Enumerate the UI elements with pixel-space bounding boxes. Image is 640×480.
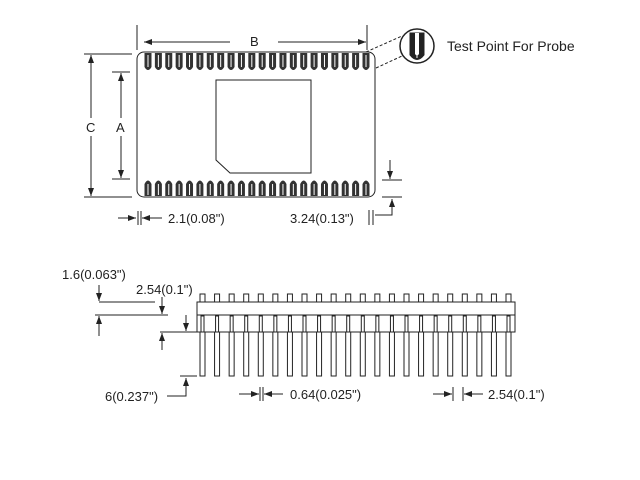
pin-tail — [272, 331, 279, 377]
pin-top — [301, 293, 308, 303]
pin-tail — [359, 331, 366, 377]
pin-body — [448, 315, 453, 333]
top-pins — [144, 53, 370, 70]
pin-tail — [286, 331, 293, 377]
pin-body — [273, 315, 278, 333]
pin-body — [419, 315, 424, 333]
pin-body — [506, 315, 511, 333]
pin-body — [302, 315, 307, 333]
pin-tail — [403, 331, 410, 377]
pin-tail — [199, 331, 206, 377]
pin-body — [491, 315, 496, 333]
dim-pitch-label: 2.54(0.1") — [488, 387, 545, 402]
pin-tail — [345, 331, 352, 377]
pin-tail — [461, 331, 468, 377]
dim-edge-label: 2.1(0.08") — [168, 211, 225, 226]
pin-tail — [243, 331, 250, 377]
pin-top — [374, 293, 381, 303]
pin-body — [375, 315, 380, 333]
pin-body — [287, 315, 292, 333]
dim-b-label: B — [250, 34, 259, 49]
bottom-pins — [144, 180, 370, 196]
pin-top — [447, 293, 454, 303]
pin-tail — [301, 331, 308, 377]
pin-top — [214, 293, 221, 303]
pin-tail — [432, 331, 439, 377]
pin-tail — [330, 331, 337, 377]
dim-c-label: C — [86, 120, 96, 135]
pin-top — [418, 293, 425, 303]
pin-top — [330, 293, 337, 303]
pin-body — [200, 315, 205, 333]
pin-body — [317, 315, 322, 333]
pin-tail — [490, 331, 497, 377]
pin-body — [331, 315, 336, 333]
pin-top — [272, 293, 279, 303]
callout-label: Test Point For Probe — [447, 38, 575, 54]
pin-top — [228, 293, 235, 303]
pin-body — [360, 315, 365, 333]
pin-top — [316, 293, 323, 303]
pin-top — [490, 293, 497, 303]
top-view — [84, 25, 435, 225]
pin-top — [359, 293, 366, 303]
module-outline — [136, 51, 376, 198]
dim-a-label: A — [116, 120, 125, 135]
pin-top — [432, 293, 439, 303]
pin-tail — [418, 331, 425, 377]
dim-tab-label: 1.6(0.063") — [62, 267, 126, 282]
pin-top — [257, 293, 264, 303]
pin-body — [477, 315, 482, 333]
pin-tail — [447, 331, 454, 377]
pin-tail — [388, 331, 395, 377]
pin-top — [345, 293, 352, 303]
pin-body — [258, 315, 263, 333]
dim-body-label: 2.54(0.1") — [136, 282, 193, 297]
pin-tail — [374, 331, 381, 377]
dim-pad-label: 3.24(0.13") — [290, 211, 354, 226]
pin-body — [346, 315, 351, 333]
pin-body — [229, 315, 234, 333]
pin-tail — [316, 331, 323, 377]
chip-outline — [215, 79, 312, 174]
pin-top — [388, 293, 395, 303]
pin-top — [243, 293, 250, 303]
pin-body — [389, 315, 394, 333]
pin-top — [476, 293, 483, 303]
pin-body — [215, 315, 220, 333]
pin-body — [244, 315, 249, 333]
pin-top — [199, 293, 206, 303]
pin-body — [462, 315, 467, 333]
side-view — [95, 285, 516, 401]
dim-pin-len-label: 6(0.237") — [105, 389, 159, 404]
dim-pin-width-label: 0.64(0.025") — [290, 387, 362, 402]
pin-top — [403, 293, 410, 303]
pin-tail — [257, 331, 264, 377]
pin-tail — [476, 331, 483, 377]
pin-top — [505, 293, 512, 303]
pin-tail — [505, 331, 512, 377]
pin-tail — [214, 331, 221, 377]
header-body-top — [196, 301, 516, 316]
pin-body — [404, 315, 409, 333]
pin-tail — [228, 331, 235, 377]
pin-top — [461, 293, 468, 303]
pin-top — [286, 293, 293, 303]
header-body-lower — [196, 314, 516, 333]
test-point-icon — [399, 28, 435, 64]
pin-body — [433, 315, 438, 333]
